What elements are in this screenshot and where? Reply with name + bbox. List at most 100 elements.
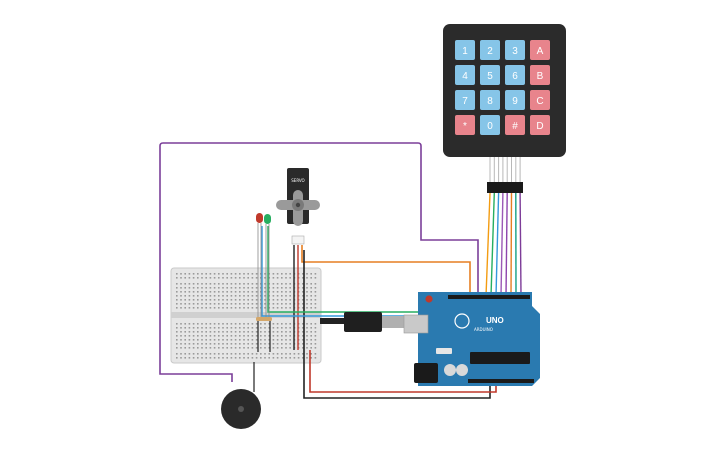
breadboard-hole [184,347,186,349]
breadboard-hole [197,357,199,359]
breadboard-hole [314,307,317,309]
breadboard-hole [314,335,317,337]
breadboard-hole [243,291,245,293]
breadboard-hole [310,331,312,333]
breadboard-hole [197,343,199,345]
breadboard-hole [218,283,220,285]
breadboard-hole [306,347,308,349]
breadboard-hole [302,331,304,333]
breadboard-hole [197,323,199,325]
piezo-buzzer [221,389,261,429]
breadboard-hole [205,295,207,297]
breadboard-hole [205,283,207,285]
breadboard-hole [247,283,249,285]
breadboard-hole [247,353,249,355]
breadboard-hole [201,287,203,289]
breadboard-hole [192,331,195,333]
breadboard-hole [230,299,233,301]
breadboard-hole [230,339,233,341]
breadboard-hole [226,331,228,333]
breadboard-hole [260,343,262,345]
keypad-key-9[interactable]: 9 [505,90,525,110]
breadboard-hole [222,283,224,285]
keypad-key-star[interactable]: * [455,115,475,135]
breadboard-hole [302,273,304,275]
breadboard-hole [184,327,186,329]
keypad-key-6[interactable]: 6 [505,65,525,85]
breadboard-hole [197,335,199,337]
breadboard-hole [310,323,312,325]
breadboard-hole [268,357,270,359]
keypad-key-1[interactable]: 1 [455,40,475,60]
keypad-key-c[interactable]: C [530,90,550,110]
breadboard-hole [281,347,283,349]
breadboard-hole [306,295,308,297]
breadboard-hole [276,299,279,301]
breadboard-hole [201,327,203,329]
breadboard-hole [209,347,212,349]
breadboard-hole [222,277,224,279]
breadboard-hole [234,283,237,285]
breadboard-hole [285,287,287,289]
breadboard-hole [192,347,195,349]
breadboard-hole [289,291,291,293]
breadboard-hole [184,295,186,297]
breadboard-hole [255,277,258,279]
breadboard-hole [184,331,186,333]
keypad-key-a[interactable]: A [530,40,550,60]
breadboard-hole [201,273,203,275]
breadboard-hole [306,327,308,329]
breadboard-hole [239,307,241,309]
breadboard-hole [218,331,220,333]
breadboard-hole [230,327,233,329]
keypad-key-7[interactable]: 7 [455,90,475,110]
breadboard-hole [314,331,317,333]
keypad-key-0[interactable]: 0 [480,115,500,135]
breadboard-hole [243,303,245,305]
breadboard-hole [230,357,233,359]
breadboard-hole [310,357,312,359]
breadboard-hole [302,327,304,329]
breadboard-hole [209,343,212,345]
breadboard-hole [268,323,270,325]
breadboard-hole [260,347,262,349]
keypad-key-b[interactable]: B [530,65,550,85]
keypad-key-5[interactable]: 5 [480,65,500,85]
breadboard-hole [184,299,186,301]
breadboard-hole [218,299,220,301]
breadboard-hole [218,339,220,341]
breadboard-hole [222,339,224,341]
breadboard-hole [243,277,245,279]
breadboard-hole [264,303,266,305]
breadboard-hole [310,335,312,337]
breadboard-hole [297,357,300,359]
keypad-key-2[interactable]: 2 [480,40,500,60]
keypad-key-3[interactable]: 3 [505,40,525,60]
keypad-key-4[interactable]: 4 [455,65,475,85]
breadboard-hole [285,295,287,297]
breadboard-hole [205,277,207,279]
breadboard-hole [247,327,249,329]
breadboard-hole [213,335,216,337]
keypad-key-8[interactable]: 8 [480,90,500,110]
breadboard-hole [218,303,220,305]
breadboard-hole [230,347,233,349]
breadboard-hole [205,331,207,333]
breadboard-hole [188,273,191,275]
breadboard-hole [285,291,287,293]
breadboard-hole [213,287,216,289]
breadboard-hole [314,323,317,325]
breadboard-hole [302,343,304,345]
breadboard-hole [276,273,279,275]
keypad-key-hash[interactable]: # [505,115,525,135]
breadboard-hole [314,299,317,301]
breadboard-hole [276,331,279,333]
servo-signal-wire [301,245,471,298]
keypad-key-d[interactable]: D [530,115,550,135]
breadboard-hole [264,299,266,301]
breadboard-hole [310,307,312,309]
breadboard-hole [201,339,203,341]
keypad-key-label: * [463,121,467,132]
breadboard-hole [268,327,270,329]
breadboard-hole [272,273,275,275]
